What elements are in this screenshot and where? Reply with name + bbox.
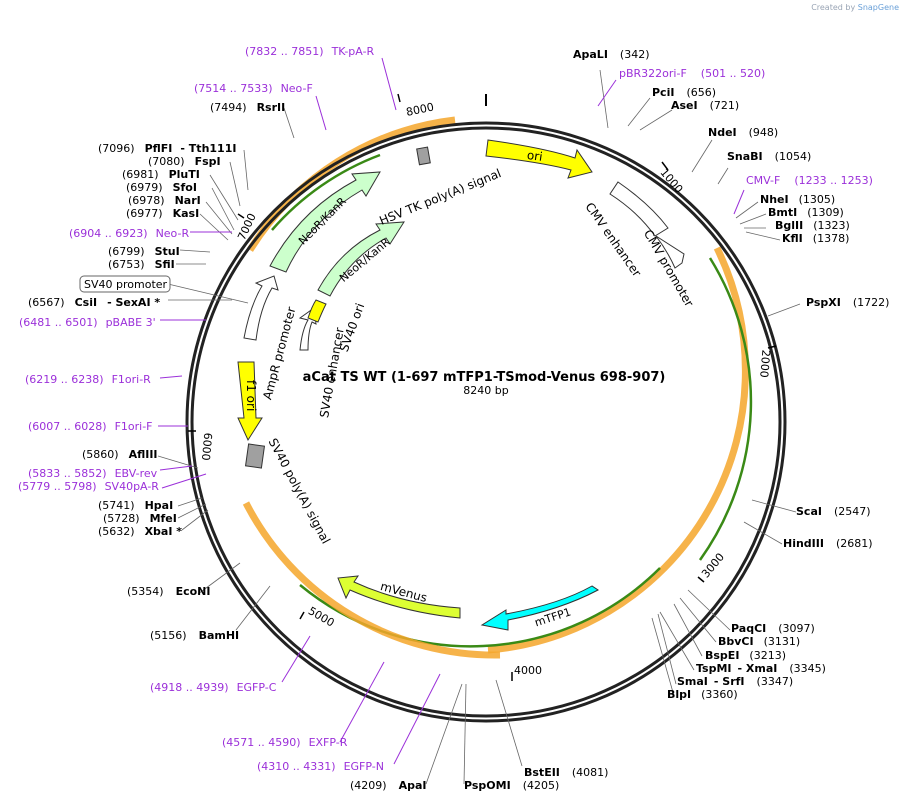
snapgene-credit: Created by SnapGene [811,3,899,12]
primer-tk-pa-r: (7832 .. 7851)TK-pA-R [245,45,375,58]
feature-label-f1-ori: f1 ori [244,380,258,411]
primer-lines [158,57,745,765]
enzyme-mfei: (5728)MfeI [103,512,177,525]
enzyme-ndei: NdeI(948) [708,126,778,139]
snapgene-logo: SnapGene [857,3,899,12]
primer-egfp-n: (4310 .. 4331)EGFP-N [257,760,384,773]
orf-outer-left [242,501,501,659]
feature-label-ampr-promoter: AmpR promoter [260,305,298,401]
orf-inner-right [698,257,753,561]
enzyme-tspmi-xmai: TspMI- XmaI(3345) [696,662,826,675]
svg-text:SV40 promoter: SV40 promoter [84,278,168,291]
enzyme-bspei: BspEI(3213) [705,649,786,662]
feature-ori [485,139,593,179]
feature-cmv-enhancer [609,181,669,237]
enzyme-apali: ApaLI(342) [573,48,650,61]
orf-inner-top [271,153,381,231]
enzyme-nari: (6978)NarI [128,194,201,207]
enzyme-bbvci: BbvCI(3131) [718,635,800,648]
primer-exfp-r: (4571 .. 4590)EXFP-R [222,736,348,749]
orf-outer-right [487,246,749,654]
feature-hsv-tk-polya-box [416,146,431,166]
enzyme-kfli: KflI(1378) [782,232,849,245]
backbone-inner [190,126,782,718]
sv40-promoter-callout: SV40 promoter [79,275,171,293]
enzyme-paqci: PaqCI(3097) [731,622,815,635]
enzyme-snabi: SnaBI(1054) [727,150,811,163]
plasmid-title: aCat TS WT (1-697 mTFP1-TSmod-Venus 698-… [303,370,666,385]
ticks [188,93,777,681]
enzyme-rsrii: (7494)RsrII [210,101,285,114]
feature-mvenus [337,575,461,619]
enzyme-afliii: (5860)AflIII [82,448,158,461]
primer-cmv-f: CMV-F(1233 .. 1253) [746,174,873,187]
enzyme-hindiii: HindIII(2681) [783,537,873,550]
enzyme-pluti: (6981)PluTI [122,168,200,181]
backbone-outer [185,121,787,723]
feature-cmv-promoter [655,235,685,269]
tick-2000: 2000 [757,349,772,378]
enzyme-csii-sexai: (6567)CsiI- SexAI * [28,296,160,309]
feature-label-sv40-polya: SV40 poly(A) signal [266,436,333,546]
enzyme-xbai: (5632)XbaI * [98,525,182,538]
primer-sv40pa-r: (5779 .. 5798)SV40pA-R [18,480,159,493]
tick-6000: 6000 [199,432,214,461]
feature-sv40-ori [307,299,327,323]
primer-f1ori-f: (6007 .. 6028)F1ori-F [28,420,153,433]
enzyme-stui: (6799)StuI [108,245,180,258]
feature-sv40-polya-box [244,443,266,469]
enzyme-bamhi: (5156)BamHI [150,629,239,642]
tick-4000: 4000 [514,664,542,677]
enzyme-econi: (5354)EcoNI [127,585,210,598]
enzyme-pcii: PciI(656) [652,86,716,99]
enzyme-fspi: (7080)FspI [148,155,221,168]
leader-lines [157,69,801,785]
enzyme-bmti: BmtI(1309) [768,206,844,219]
feature-neor-outer [269,171,381,273]
enzyme-pspomi: PspOMI(4205) [464,779,559,792]
enzyme-sfoi: (6979)SfoI [126,181,197,194]
enzyme-pflfi-tth111i: (7096)PflFI- Tth111I [98,142,236,155]
feature-label-sv40-ori: SV40 ori [337,301,367,353]
feature-label-cmv-promoter: CMV promoter [641,227,696,309]
enzyme-nhei: NheI(1305) [760,193,835,206]
enzyme-sfii: (6753)SfiI [108,258,175,271]
features [237,139,685,631]
feature-label-ori: ori [526,148,543,164]
primer-pbr322ori-f: pBR322ori-F(501 .. 520) [619,67,765,80]
feature-mtfp1 [480,585,599,631]
tick-8000: 8000 [405,100,435,119]
enzyme-kasi: (6977)KasI [126,207,199,220]
enzyme-blpi: BlpI(3360) [667,688,738,701]
enzyme-bsteii: BstEII(4081) [524,766,608,779]
enzyme-scai: ScaI(2547) [796,505,871,518]
credit-prefix: Created by [811,3,856,12]
primer-f1ori-r: (6219 .. 6238)F1ori-R [25,373,151,386]
plasmid-size: 8240 bp [463,384,508,397]
enzyme-pspxi: PspXI(1722) [806,296,889,309]
feature-ampr-promoter [243,275,279,341]
feature-f1-ori [237,361,263,442]
primer-neo-r: (6904 .. 6923)Neo-R [69,227,189,240]
primer-ebv-rev: (5833 .. 5852)EBV-rev [28,467,158,480]
enzyme-asei: AseI(721) [671,99,739,112]
enzyme-bglii: BglII(1323) [775,219,850,232]
enzyme-hpai: (5741)HpaI [98,499,173,512]
feature-label-hsv-tk-polya: HSV TK poly(A) signal [377,166,503,228]
primer-pbabe3: (6481 .. 6501)pBABE 3' [19,316,156,329]
feature-neor-inner [317,221,405,297]
enzyme-apai: (4209)ApaI [350,779,426,792]
primer-neo-f: (7514 .. 7533)Neo-F [194,82,313,95]
enzyme-smai-srfi: SmaI- SrfI(3347) [677,675,793,688]
primer-egfp-c: (4918 .. 4939)EGFP-C [150,681,277,694]
